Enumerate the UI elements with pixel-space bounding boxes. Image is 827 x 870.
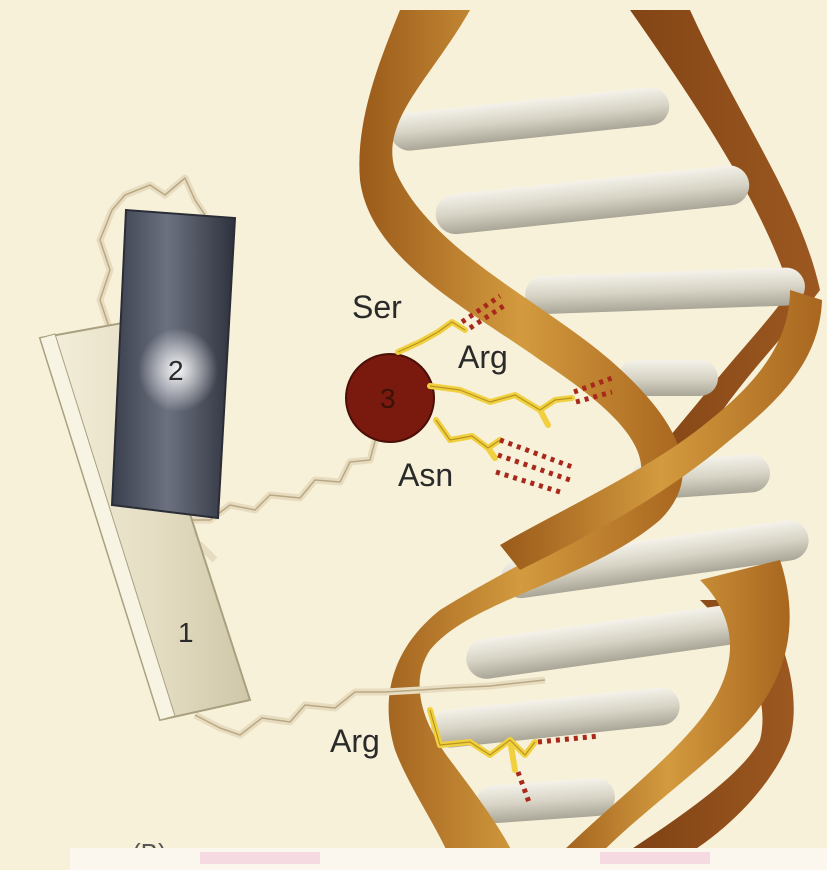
label-arg-top: Arg bbox=[458, 339, 508, 375]
helix-2: 2 bbox=[112, 210, 235, 518]
label-arg-bottom: Arg bbox=[330, 723, 380, 759]
bottom-artifact bbox=[200, 852, 320, 864]
bottom-artifact bbox=[600, 852, 710, 864]
helix-3-label: 3 bbox=[380, 383, 396, 414]
bottom-crop-band bbox=[70, 848, 827, 870]
helix-1-label: 1 bbox=[178, 617, 194, 648]
helix-2-label: 2 bbox=[168, 355, 184, 386]
label-ser: Ser bbox=[352, 289, 402, 325]
label-asn: Asn bbox=[398, 457, 453, 493]
helix-3: 3 bbox=[346, 354, 434, 442]
